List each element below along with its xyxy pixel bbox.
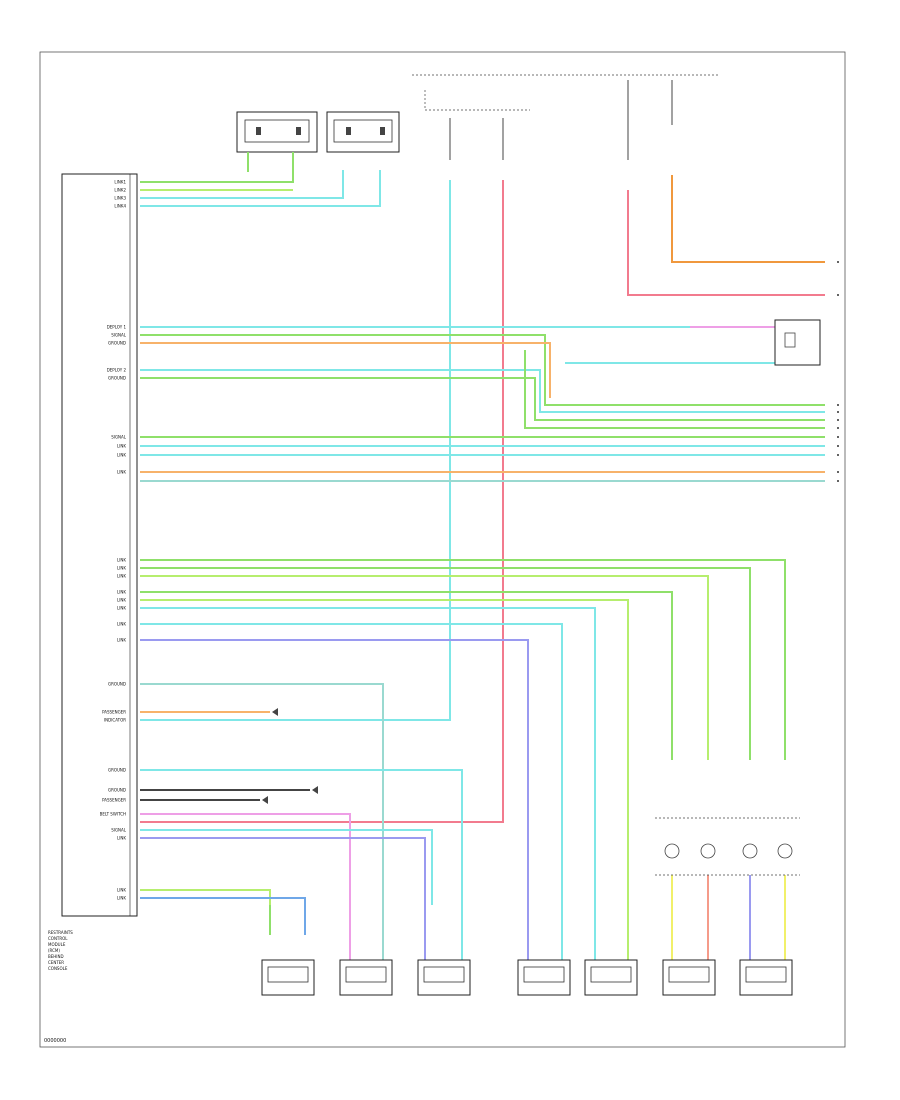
- diagram-frame: [39, 51, 846, 1048]
- wire-link-35: [140, 623, 563, 905]
- module-description-line: CONTROL: [48, 936, 68, 941]
- pin-label: SIGNAL: [111, 828, 127, 833]
- wires: [140, 152, 825, 960]
- module-description-line: MODULE: [48, 942, 66, 947]
- pin-label: DEPLOY 2: [107, 368, 127, 373]
- pin-label: LINK: [117, 896, 126, 901]
- pretensioner-left-connector: [517, 959, 571, 996]
- wire-link-58: [140, 889, 271, 905]
- pin-label: GROUND: [108, 341, 126, 346]
- wire-power-orange: [671, 175, 825, 263]
- wire-link4: [140, 170, 381, 207]
- wire-fuse-cyan: [140, 180, 451, 721]
- pin-label: LINK: [117, 566, 126, 571]
- module-description-line: RESTRAINTS: [48, 930, 73, 935]
- pin-label: LINK: [117, 888, 126, 893]
- wire-belt-switch-50: [140, 813, 351, 905]
- wire-link-52: [140, 837, 426, 905]
- wire-signal-11: [140, 334, 825, 406]
- pin-label: PASSENGER: [102, 798, 126, 803]
- pin-label: LINK3: [114, 196, 126, 201]
- pin-label: LINK: [117, 622, 126, 627]
- module-description-line: CENTER: [48, 960, 64, 965]
- pin-label: LINK: [117, 574, 126, 579]
- bottom-connectors: [261, 959, 793, 996]
- front-impact-sensors: [655, 817, 800, 876]
- wire-link-29: [140, 559, 786, 760]
- pin-label: LINK: [117, 606, 126, 611]
- pin-label: GROUND: [108, 376, 126, 381]
- wire-ground-15: [140, 377, 825, 421]
- pin-label: LINK1: [114, 180, 126, 185]
- seat-side-airbag-left-connector: [339, 959, 393, 996]
- pin-label: LINK: [117, 590, 126, 595]
- pretensioner-right-connector: [584, 959, 638, 996]
- indicator-arrow-2: [262, 796, 268, 804]
- pin-label: LINK: [117, 470, 126, 475]
- wire-deploy2: [140, 369, 825, 413]
- pin-label: LINK4: [114, 204, 126, 209]
- indicator-arrow-3: [312, 786, 318, 794]
- pin-label: SIGNAL: [111, 435, 127, 440]
- wire-ground-39: [140, 683, 384, 905]
- indicator-arrow-1: [272, 708, 278, 716]
- wire-ground-12: [140, 342, 551, 398]
- module-description-line: (RCM): [48, 948, 60, 953]
- module-description: RESTRAINTSCONTROLMODULE(RCM)BEHINDCENTER…: [48, 930, 73, 971]
- restraints-control-module: [61, 173, 138, 917]
- pin-label: LINK: [117, 836, 126, 841]
- wire-power-red: [627, 190, 825, 296]
- pin-label: GROUND: [108, 768, 126, 773]
- side-curtain-module-right: [326, 111, 400, 153]
- driver-airbag-connector: [662, 959, 716, 996]
- pin-label: GROUND: [108, 788, 126, 793]
- wire-fuse-red: [140, 180, 504, 823]
- module-description-line: CONSOLE: [48, 966, 68, 971]
- wire-link-36: [140, 639, 529, 905]
- pin-label: LINK2: [114, 188, 126, 193]
- pin-label: LINK: [117, 598, 126, 603]
- wire-link-31: [140, 575, 709, 760]
- wire-link-32: [140, 591, 673, 760]
- wire-link3: [140, 170, 344, 199]
- pin-label: BELT SWITCH: [100, 812, 126, 817]
- pin-label: LINK: [117, 558, 126, 563]
- pin-label: DEPLOY 1: [107, 325, 127, 330]
- right-edge-markers: [837, 261, 839, 482]
- fuse-panel-outline-2: [424, 90, 530, 111]
- diagram-ref-code: 0000000: [44, 1038, 66, 1044]
- pin-label: LINK: [117, 444, 126, 449]
- passenger-airbag-connector: [739, 959, 793, 996]
- wire-link-59: [140, 897, 306, 905]
- pin-label: LINK: [117, 453, 126, 458]
- wire-link-30: [140, 567, 751, 760]
- pin-label: SIGNAL: [111, 333, 127, 338]
- pin-label: LINK: [117, 638, 126, 643]
- wire-link-33: [140, 599, 629, 905]
- side-curtain-module-left: [236, 111, 318, 153]
- passenger-seat-position-sensor: [774, 319, 821, 366]
- wire-link1: [140, 152, 294, 183]
- belt-sensor-connector: [261, 959, 315, 996]
- wire-sensor-3: [524, 350, 825, 429]
- pin-label: PASSENGER: [102, 710, 126, 715]
- module-description-line: BEHIND: [48, 954, 64, 959]
- wire-signal-51: [140, 829, 433, 905]
- pin-label: INDICATOR: [104, 718, 126, 723]
- wire-ground-46: [140, 769, 463, 905]
- pin-label: GROUND: [108, 682, 126, 687]
- seat-side-airbag-right-connector: [417, 959, 471, 996]
- wire-link-34: [140, 607, 596, 905]
